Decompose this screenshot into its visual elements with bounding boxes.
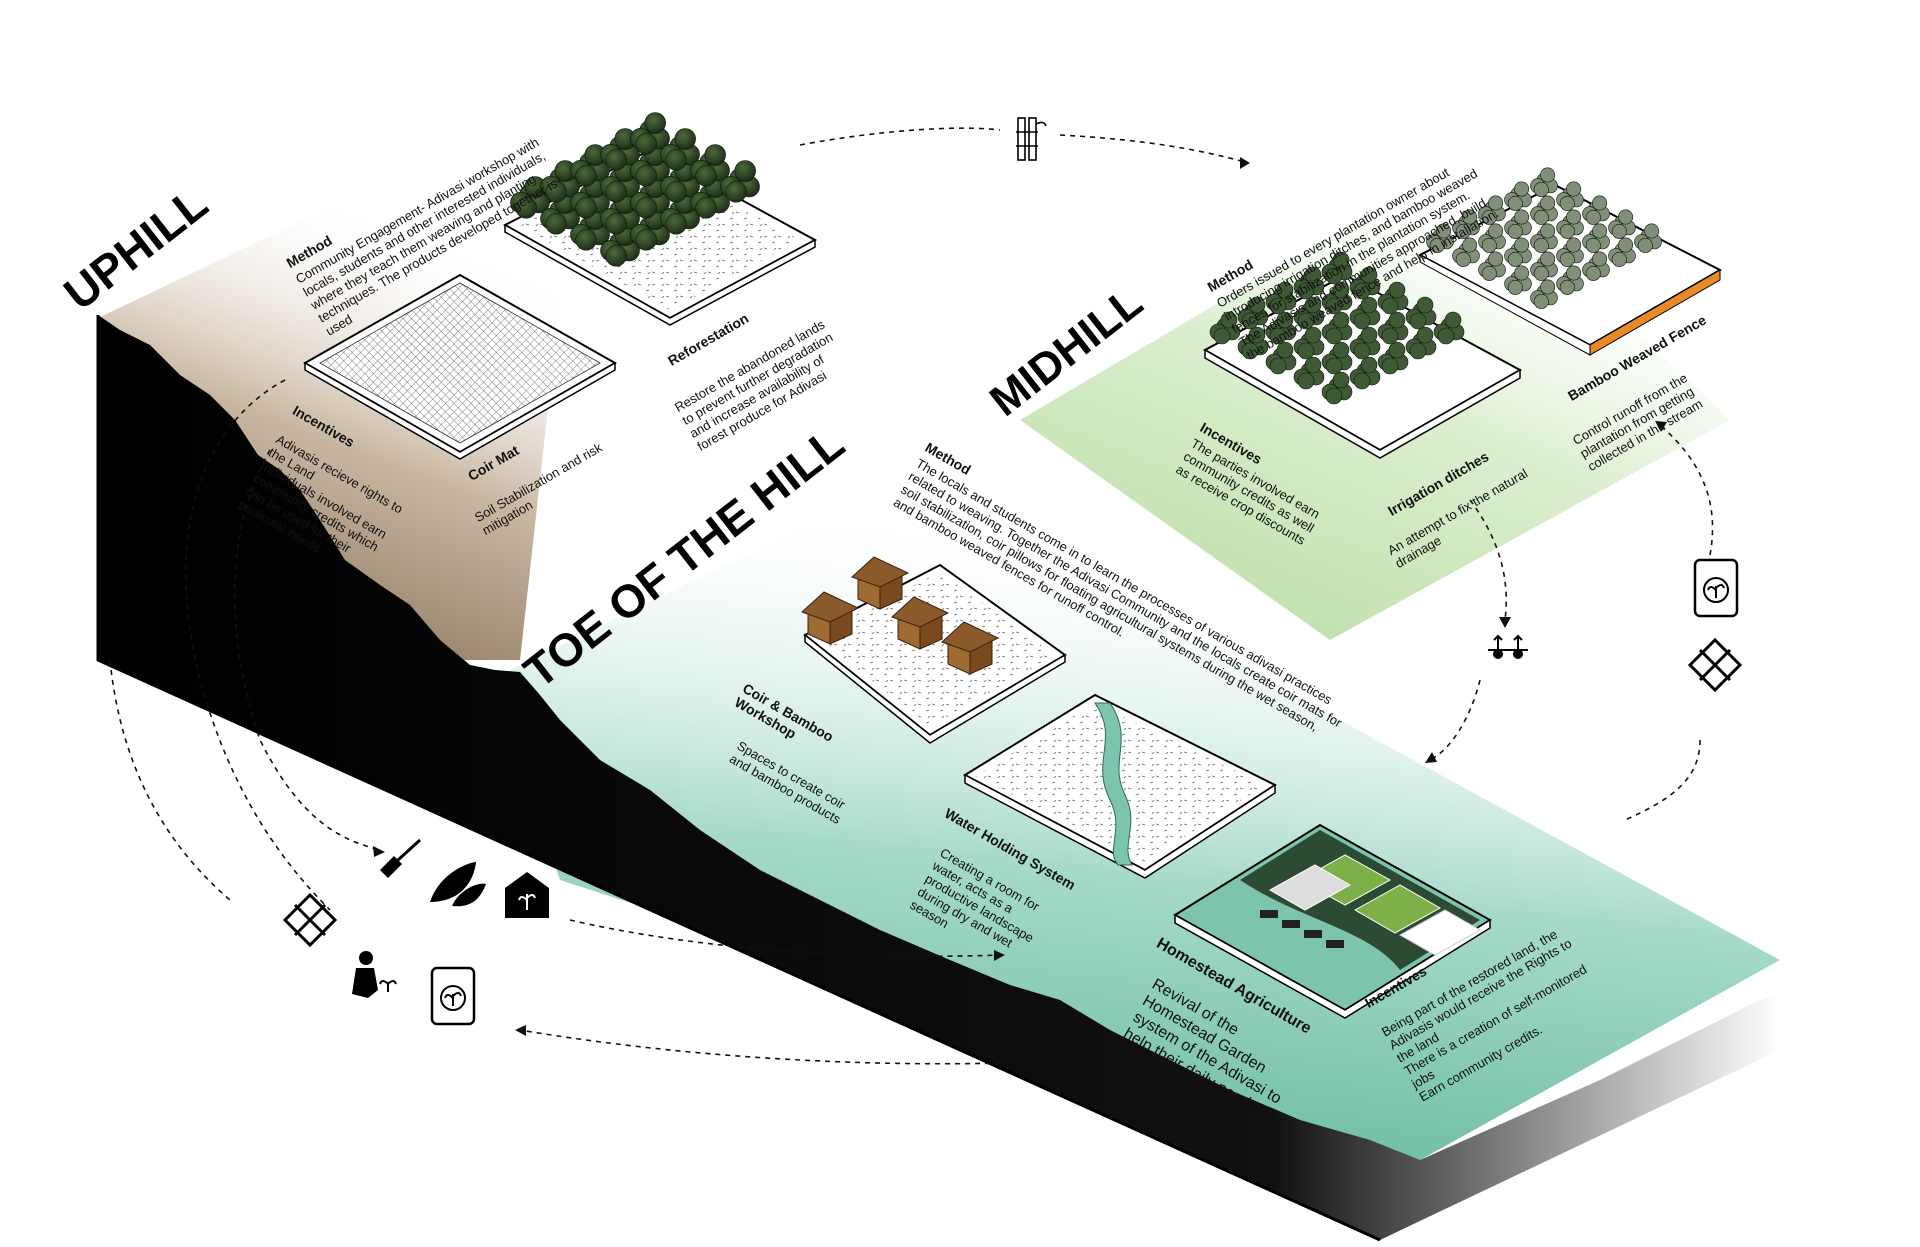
tree xyxy=(1349,326,1381,360)
terrain-section xyxy=(98,315,1780,1240)
tree xyxy=(1582,223,1610,253)
bamboo-icon xyxy=(1016,117,1047,161)
crop-icon xyxy=(1488,634,1528,659)
seed-house-icon xyxy=(505,872,549,918)
workshop-tile xyxy=(801,556,1067,744)
tree xyxy=(570,144,610,187)
tree xyxy=(1377,311,1409,345)
reforestation-tile xyxy=(502,112,818,326)
bamboo-fence-tile xyxy=(1417,167,1723,356)
planting-person-icon xyxy=(352,951,397,998)
tree xyxy=(1293,326,1325,360)
weave-knot-icon-2 xyxy=(282,892,338,948)
tree xyxy=(1452,237,1480,267)
tree xyxy=(690,176,730,219)
tree xyxy=(1608,237,1636,267)
tree xyxy=(1504,209,1532,239)
tree xyxy=(600,192,640,235)
tree xyxy=(1556,181,1584,211)
tree xyxy=(1530,279,1558,309)
tree xyxy=(1504,237,1532,267)
tree xyxy=(1433,311,1465,345)
tree xyxy=(570,208,610,251)
tree xyxy=(1405,296,1437,330)
flow-arrows xyxy=(109,127,1714,1065)
shovel-icon xyxy=(380,838,422,878)
tree xyxy=(600,128,640,171)
hut xyxy=(941,621,1000,675)
tree xyxy=(1530,195,1558,225)
tree xyxy=(1321,311,1353,345)
hut xyxy=(851,556,910,610)
seed-bag-icon-2 xyxy=(430,966,476,1026)
tree xyxy=(1582,251,1610,281)
tree xyxy=(1452,209,1480,239)
tree xyxy=(510,176,550,219)
tree xyxy=(1530,167,1558,197)
tree xyxy=(1504,181,1532,211)
tree xyxy=(1321,341,1353,375)
tree xyxy=(1478,251,1506,281)
workshop-huts xyxy=(801,556,1000,675)
tree xyxy=(1293,356,1325,390)
tree xyxy=(1265,311,1297,345)
tree xyxy=(630,208,670,251)
coir-mat-tile xyxy=(302,273,618,460)
irrigation-trees xyxy=(1209,251,1465,405)
reforestation-trees xyxy=(510,112,760,267)
tree xyxy=(1321,281,1353,315)
tree xyxy=(1209,311,1241,345)
tree xyxy=(1530,251,1558,281)
tree xyxy=(1478,223,1506,253)
arrow-heads xyxy=(373,157,1667,1036)
base-edge xyxy=(96,315,1381,1242)
leaves-icon xyxy=(430,862,486,907)
tree xyxy=(1377,341,1409,375)
tree xyxy=(1504,265,1532,295)
tree xyxy=(1321,251,1353,285)
hut xyxy=(891,596,950,650)
tree xyxy=(1556,237,1584,267)
tree xyxy=(1556,209,1584,239)
tree xyxy=(1265,281,1297,315)
water-tile xyxy=(962,693,1278,879)
tree xyxy=(630,144,670,187)
tree xyxy=(1478,195,1506,225)
tree xyxy=(1237,296,1269,330)
weave-knot-icon xyxy=(1687,637,1743,693)
tree xyxy=(630,112,670,155)
tree xyxy=(1530,223,1558,253)
fence-trees xyxy=(1426,167,1662,309)
tree xyxy=(600,160,640,203)
tree xyxy=(1405,326,1437,360)
seed-bag-icon xyxy=(1693,558,1739,618)
tree xyxy=(1293,266,1325,300)
tree xyxy=(1349,266,1381,300)
tree xyxy=(1293,296,1325,330)
tree xyxy=(1556,265,1584,295)
homestead-tile xyxy=(1173,823,1492,1019)
tree xyxy=(660,128,700,171)
tree xyxy=(720,160,760,203)
tree xyxy=(540,160,580,203)
tree xyxy=(690,144,730,187)
tree xyxy=(1582,195,1610,225)
tree xyxy=(1426,223,1454,253)
tree xyxy=(1349,296,1381,330)
tree xyxy=(1377,281,1409,315)
irrigation-tile xyxy=(1202,251,1523,459)
tree xyxy=(1237,326,1269,360)
tree xyxy=(1321,371,1353,405)
tree xyxy=(1608,209,1636,239)
tree xyxy=(1349,356,1381,390)
hut xyxy=(801,591,860,645)
tree xyxy=(1265,341,1297,375)
tree xyxy=(1634,223,1662,253)
